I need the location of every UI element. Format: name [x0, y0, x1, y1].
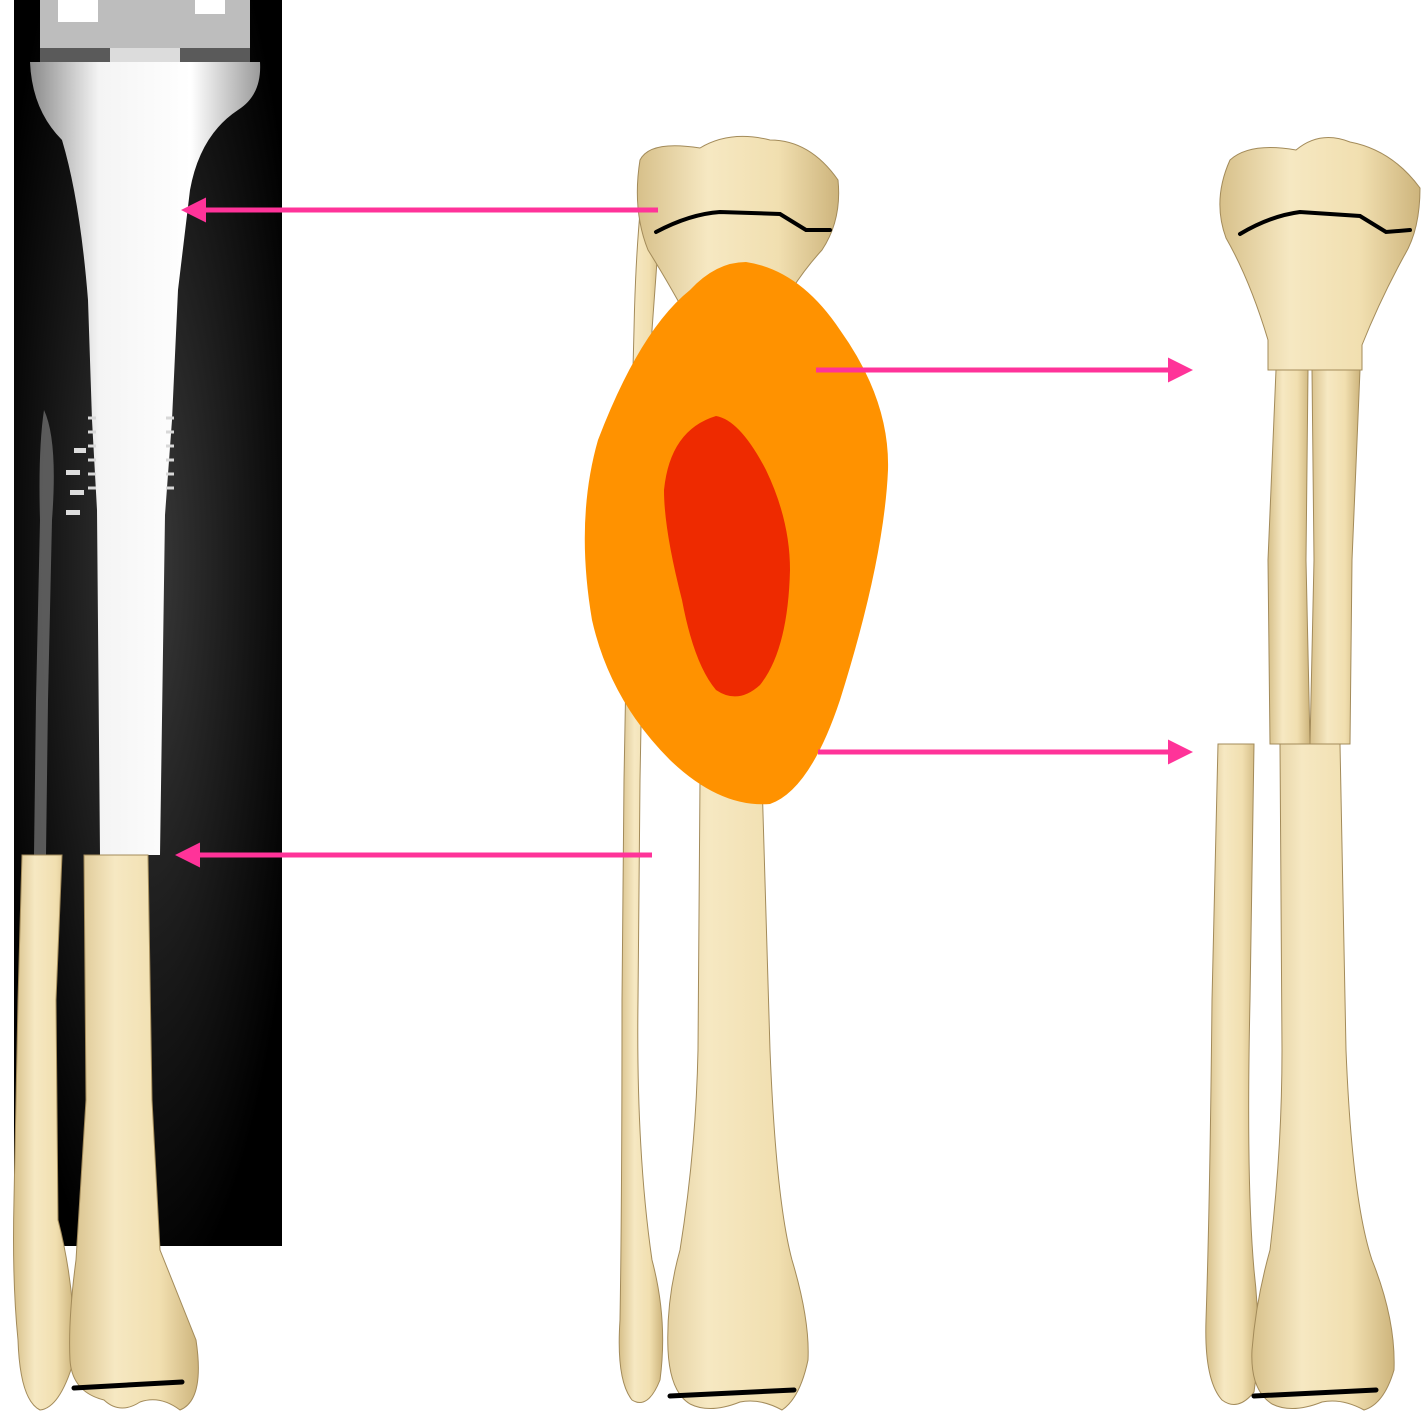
panel3-segment-tibia	[1310, 370, 1360, 744]
panel3-segment-fibula	[1268, 370, 1310, 744]
panel3-proximal-tibia	[1220, 138, 1420, 371]
implant-tibial-tray	[40, 0, 250, 62]
tumor-panel	[585, 136, 888, 1410]
panel3-resected-segment	[1268, 370, 1360, 744]
resection-panel	[1206, 138, 1420, 1411]
panel3-distal-tibia	[1252, 744, 1394, 1410]
panel3-distal-fibula	[1206, 744, 1258, 1405]
